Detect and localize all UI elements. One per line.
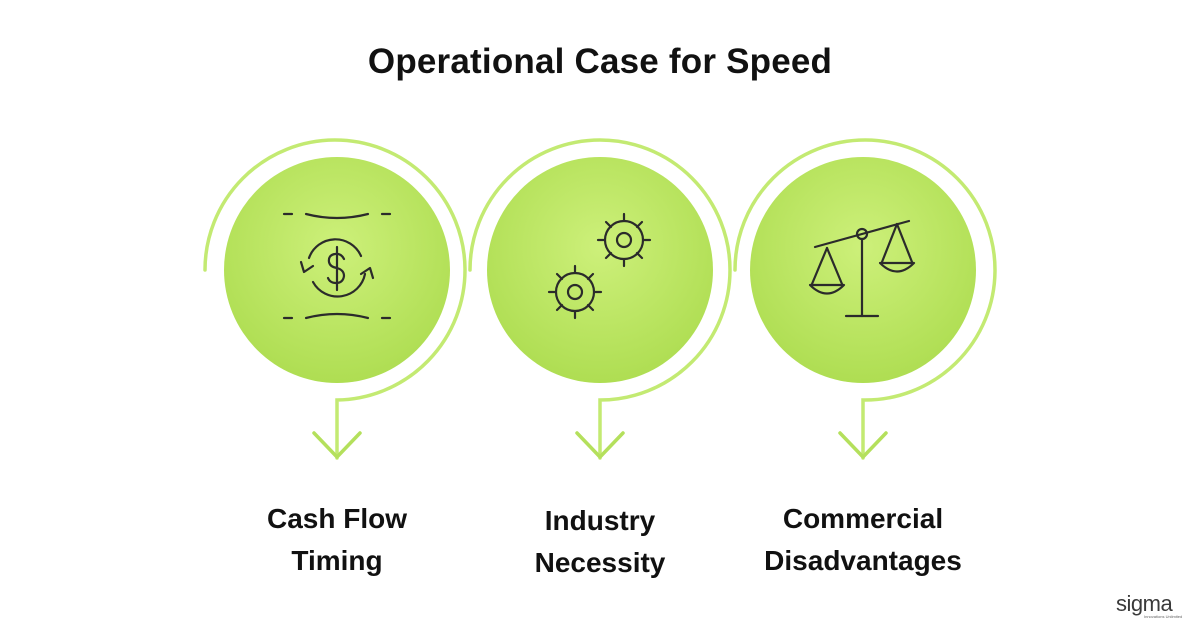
gears-icon: [547, 212, 652, 320]
step-3-group: [733, 138, 997, 460]
step-1-arrow-icon: [312, 431, 362, 459]
step-3-label-line1: Commercial: [782, 503, 944, 534]
balance-scale-icon: [808, 219, 916, 318]
step-1-ring: [203, 138, 467, 460]
step-3-label: Commercial Disadvantages: [733, 498, 993, 582]
step-2-ring: [468, 138, 732, 460]
step-2-label-line1: Industry: [544, 505, 656, 536]
step-2-label: Industry Necessity: [470, 500, 730, 584]
step-1-group: [203, 138, 467, 460]
step-3-arrow-icon: [838, 431, 888, 459]
page-title: Operational Case for Speed: [367, 42, 833, 81]
step-2-label-line2: Necessity: [534, 547, 666, 578]
step-3-label-line2: Disadvantages: [764, 545, 962, 576]
dollar-cycle-icon: [282, 212, 392, 320]
logo-tagline: Innovations Unlimited: [1144, 614, 1183, 619]
logo-word: sigma: [1116, 591, 1173, 616]
step-2-circle: [487, 157, 713, 383]
step-2-group: [468, 138, 732, 460]
sigma-logo: sigma Innovations Unlimited: [1110, 591, 1190, 620]
step-3-ring: [733, 138, 997, 460]
step-2-arrow-icon: [575, 431, 625, 459]
step-1-label-line2: Timing: [291, 545, 383, 576]
step-1-label: Cash Flow Timing: [207, 498, 467, 582]
step-1-label-line1: Cash Flow: [266, 503, 407, 534]
